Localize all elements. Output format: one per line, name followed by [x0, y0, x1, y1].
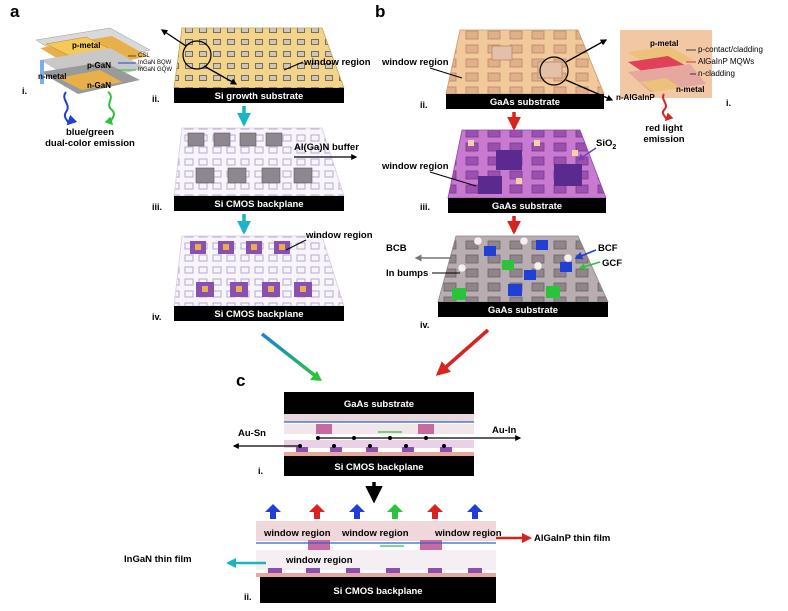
c-ii-window-4: window region: [285, 555, 353, 566]
label-p-gan: p-GaN: [87, 61, 111, 70]
c-ii-window-2: window region: [341, 528, 409, 539]
a-iv-window-label: window region: [305, 230, 373, 241]
roman-b-ii: ii.: [420, 100, 428, 110]
b-iv-bcf-arrow: [574, 249, 597, 260]
a-ii-substrate-label: Si growth substrate: [215, 91, 304, 102]
emission-label-a: blue/green: [66, 127, 114, 138]
b-iii-substrate-label: GaAs substrate: [492, 201, 562, 212]
b-iii-sio2-sub: 2: [612, 144, 616, 151]
c-ii-bottom-label: Si CMOS backplane: [333, 586, 422, 597]
b-iv-substrate-label: GaAs substrate: [488, 305, 558, 316]
label-n-gan: n-GaN: [87, 81, 111, 90]
panel-b-inset: [620, 30, 712, 98]
c-i-auin-label: Au-In: [492, 425, 516, 436]
label-p-metal-b: p-metal: [650, 39, 678, 48]
roman-a-iv: iv.: [152, 312, 161, 322]
panel-a-inset: [35, 27, 151, 94]
c-ii-algainp-label: AlGaInP thin film: [534, 533, 610, 544]
red-emission-arrow: [661, 93, 674, 122]
b-iv-in-bumps-label: In bumps: [386, 268, 428, 279]
a-iv-substrate-label: Si CMOS backplane: [214, 309, 303, 320]
c-ii-emission-arrows: [265, 504, 483, 519]
roman-b-iii: iii.: [420, 202, 430, 212]
a-ii-zoom-leader-1: [160, 29, 187, 47]
arrow-a-to-c: [260, 332, 320, 380]
label-n-metal-b: n-metal: [676, 85, 704, 94]
c-i-stack: [284, 392, 474, 476]
b-ii-substrate-label: GaAs substrate: [490, 97, 560, 108]
c-ii-stack: [256, 521, 496, 603]
a-ii-window-leader: [283, 61, 304, 71]
panel-label-b: b: [375, 2, 385, 21]
b-ii-wafer: [445, 29, 605, 109]
panel-label-a: a: [10, 2, 20, 21]
blue-emission-arrow: [63, 91, 78, 126]
roman-c-i: i.: [258, 466, 263, 476]
a-iii-wafer: [173, 127, 345, 211]
b-iii-sio2-label: SiO2: [596, 138, 616, 151]
emission-label-b-2: emission: [643, 134, 684, 145]
arrow-a-to-c-head: [310, 371, 322, 381]
a-ii-window-label: window region: [303, 57, 371, 68]
b-iv-gcf-arrow: [578, 261, 601, 270]
b-ii-window-leader: [429, 67, 463, 79]
c-ii-ingan-label: InGaN thin film: [124, 554, 192, 565]
emission-label-a-2: dual-color emission: [45, 138, 135, 149]
label-ingan-bqw: InGaN BQW: [138, 60, 172, 66]
label-p-contact: p-contact/cladding: [698, 45, 763, 54]
b-iv-wafer: [437, 235, 609, 317]
b-iii-wafer: [447, 129, 607, 213]
b-iii-sio2-arrow: [576, 147, 597, 161]
label-algainp-mqws: AlGaInP MQWs: [698, 57, 754, 66]
a-iv-wafer: [173, 235, 345, 321]
c-i-ausn-label: Au-Sn: [238, 428, 266, 439]
b-iii-window-leader: [429, 171, 477, 187]
label-csl: CSL: [138, 53, 150, 59]
b-ii-zoom-leader-1: [565, 39, 608, 63]
b-iii-sio2-text: SiO: [596, 138, 612, 149]
b-iii-window-label: window region: [381, 161, 449, 172]
label-n-metal-a: n-metal: [38, 72, 66, 81]
b-iv-bcb-label: BCB: [386, 243, 407, 254]
a-ii-zoom-circle: [182, 40, 212, 70]
b-ii-zoom-leader-2: [565, 79, 614, 101]
c-i-bottom-label: Si CMOS backplane: [334, 462, 423, 473]
c-ii-window-3: window region: [434, 528, 502, 539]
roman-a-ii: ii.: [152, 94, 160, 104]
arrow-b-to-c: [435, 328, 490, 376]
b-ii-window-label: window region: [381, 57, 449, 68]
green-emission-arrow: [104, 91, 115, 126]
roman-b-iv: iv.: [420, 320, 429, 330]
panel-label-c: c: [236, 371, 245, 390]
roman-a-i: i.: [22, 86, 27, 96]
c-ii-window-1: window region: [263, 528, 331, 539]
roman-c-ii: ii.: [244, 592, 252, 602]
roman-a-iii: iii.: [152, 202, 162, 212]
label-p-metal-a: p-metal: [72, 41, 100, 50]
a-ii-zoom-leader-2: [203, 65, 238, 85]
a-iv-window-leader: [285, 239, 307, 251]
b-ii-zoom-circle: [539, 56, 569, 86]
c-i-top-label: GaAs substrate: [344, 399, 414, 410]
b-iv-gcf-label: GCF: [602, 258, 622, 269]
emission-label-b: red light: [645, 123, 683, 134]
roman-b-i: i.: [726, 98, 731, 108]
label-n-algainp: n-AlGaInP: [616, 93, 655, 102]
a-iii-buffer-label: Al(Ga)N buffer: [294, 142, 359, 153]
label-ingan-gqw: InGaN GQW: [138, 67, 172, 73]
label-n-cladding: n-cladding: [698, 69, 735, 78]
a-iii-substrate-label: Si CMOS backplane: [214, 199, 303, 210]
b-iv-bcf-label: BCF: [598, 243, 618, 254]
